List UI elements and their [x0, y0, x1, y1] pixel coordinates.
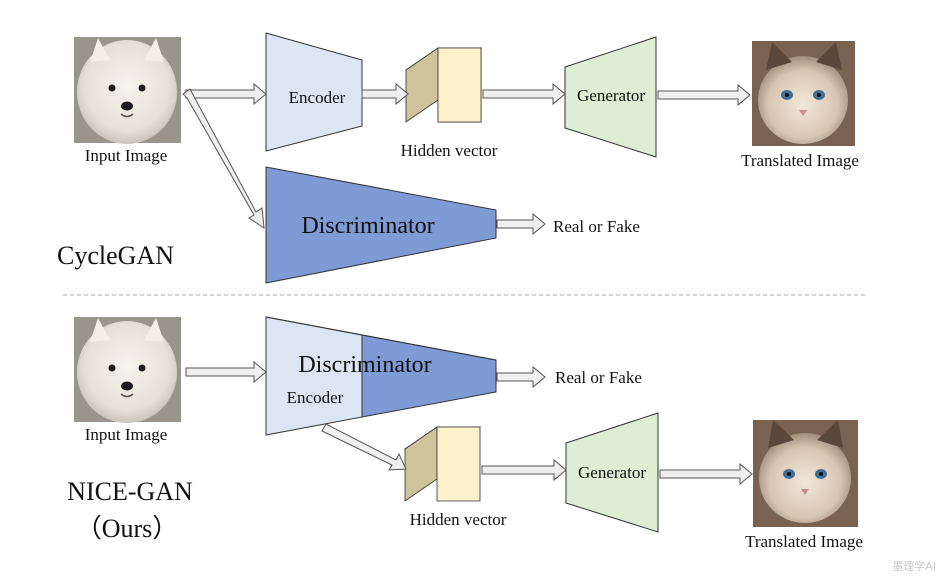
cyclegan-input-image [74, 37, 181, 144]
cyclegan-translated-label: Translated Image [741, 151, 859, 170]
cyclegan-discriminator-block [265, 166, 497, 284]
cyclegan-output-label: Real or Fake [553, 217, 640, 236]
nicegan-encoder-label: Encoder [287, 388, 344, 407]
nicegan-arrow-encoder-to-hidden [321, 423, 407, 471]
cyclegan-encoder-label: Encoder [289, 88, 346, 107]
cyclegan-arrow-encoder-to-hidden [361, 82, 409, 106]
cyclegan-generator-block [564, 36, 657, 158]
cyclegan-title: CycleGAN [57, 241, 174, 270]
cyclegan-generator-label: Generator [577, 86, 645, 105]
nicegan-arrow-input-to-encoder [185, 360, 267, 384]
nicegan-input-label: Input Image [85, 425, 168, 444]
cyclegan-encoder-block [265, 32, 363, 152]
nicegan-output-label: Real or Fake [555, 368, 642, 387]
watermark-text: 墨理学AI [892, 559, 936, 573]
cyclegan-arrow-hidden-to-generator [482, 82, 566, 106]
cyclegan-arrow-input-to-encoder [185, 82, 267, 106]
cyclegan-arrow-discriminator-to-output [496, 212, 546, 236]
cyclegan-input-label: Input Image [85, 146, 168, 165]
nicegan-arrow-generator-to-output [659, 462, 753, 486]
nicegan-title-line1: NICE-GAN [67, 477, 193, 506]
cyclegan-hidden-vector-cube [404, 47, 483, 123]
nicegan-arrow-discriminator-to-output [496, 365, 546, 389]
cyclegan-arrow-generator-to-output [657, 83, 751, 107]
nicegan-hidden-vector-cube [403, 426, 482, 502]
nicegan-translated-image [753, 420, 858, 527]
nicegan-hidden-label: Hidden vector [410, 510, 507, 529]
nicegan-translated-label: Translated Image [745, 532, 863, 551]
cyclegan-arrow-input-to-discriminator [182, 88, 265, 230]
nicegan-input-image [74, 317, 181, 423]
cyclegan-hidden-label: Hidden vector [401, 141, 498, 160]
nicegan-discriminator-label: Discriminator [298, 352, 431, 378]
nicegan-title-line2: （Ours） [76, 514, 179, 543]
cyclegan-discriminator-label: Discriminator [301, 213, 434, 239]
cyclegan-translated-image [752, 41, 855, 146]
nicegan-generator-block [565, 412, 659, 533]
nicegan-shared-encoder-discriminator [265, 316, 497, 436]
nicegan-arrow-hidden-to-generator [481, 458, 567, 482]
nicegan-generator-label: Generator [578, 463, 646, 482]
